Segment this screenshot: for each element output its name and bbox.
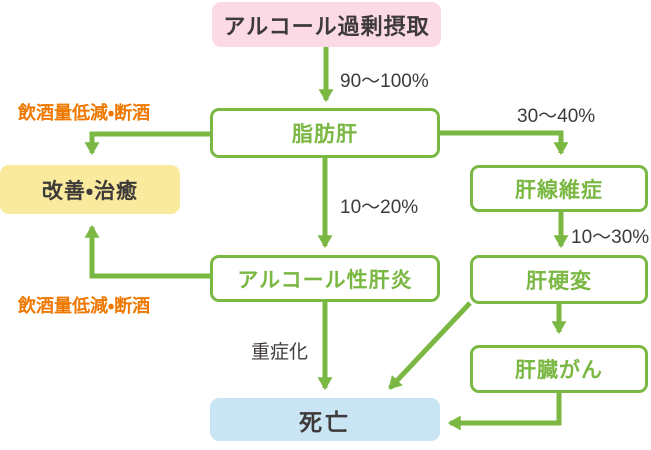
edge-label-90-100-percent: 90〜100% [340,71,429,92]
edge-label-30-40-percent: 30〜40% [517,106,596,127]
edge-cirrhosis-to-death [388,301,472,390]
edge-label-aggravation: 重症化 [251,342,309,363]
node-improvement-cure: 改善・治癒 [0,165,180,214]
note-reduce-drinking-top: 飲酒量低減・断酒 [18,103,151,123]
node-alcohol-excess-intake: アルコール過剰摂取 [212,2,441,47]
edge-hepatitis-to-improvement [84,224,210,279]
note-reduce-drinking-bottom: 飲酒量低減・断酒 [18,296,151,316]
node-cirrhosis: 肝硬変 [470,255,648,304]
node-liver-cancer: 肝臓がん [470,345,648,393]
node-liver-fibrosis: 肝線維症 [470,165,648,212]
edge-fatty-liver-to-fibrosis [440,130,569,156]
node-death: 死亡 [210,398,440,441]
node-alcoholic-hepatitis: アルコール性肝炎 [210,255,440,302]
edge-fatty-liver-to-improvement [84,131,210,156]
edge-liver-cancer-to-death [447,393,562,431]
edge-label-10-20-percent: 10〜20% [340,197,419,218]
node-fatty-liver: 脂肪肝 [210,108,440,158]
edge-label-10-30-percent: 10〜30% [571,227,650,248]
